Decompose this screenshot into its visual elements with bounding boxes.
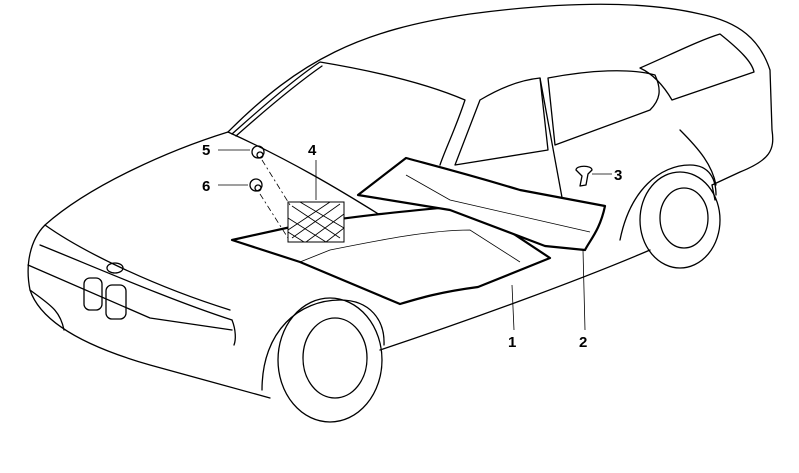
car-outline xyxy=(27,3,774,423)
floor-carpets xyxy=(230,156,607,306)
callout-4: 4 xyxy=(308,142,317,159)
clip-part-3 xyxy=(575,165,593,187)
callout-3: 3 xyxy=(614,167,622,184)
callout-1: 1 xyxy=(508,334,516,351)
carpet-part-2 xyxy=(356,156,607,252)
fasteners xyxy=(249,145,593,239)
callout-5: 5 xyxy=(202,142,210,159)
callout-6: 6 xyxy=(202,178,210,195)
callouts: 1 2 3 4 5 6 xyxy=(202,142,622,351)
callout-2: 2 xyxy=(579,334,587,351)
callout-lines xyxy=(218,149,612,331)
